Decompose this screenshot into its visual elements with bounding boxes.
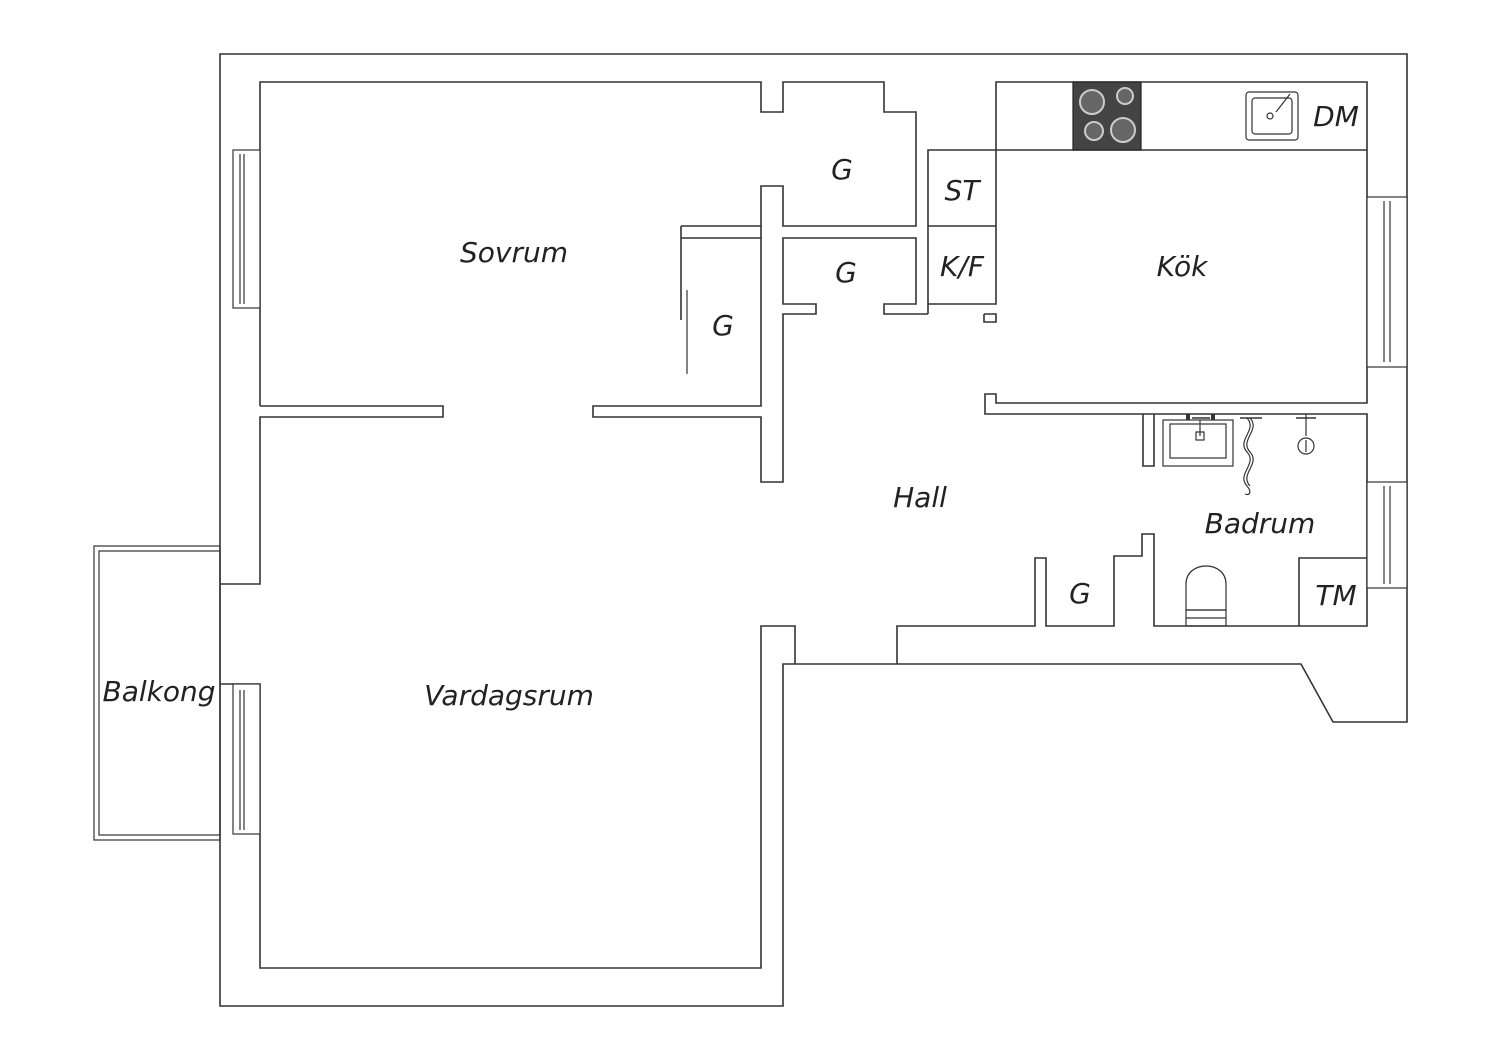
shower-icon <box>1240 417 1262 496</box>
stove-icon <box>1072 81 1142 151</box>
room-label-tm: TM <box>1315 579 1356 612</box>
room-label-vardagsrum: Vardagsrum <box>424 679 594 712</box>
room-label-sovrum: Sovrum <box>460 236 568 269</box>
kitchen-sink-icon <box>1245 91 1299 141</box>
room-label-st: ST <box>945 174 982 207</box>
toilet-icon <box>1185 565 1227 627</box>
room-label-balkong: Balkong <box>102 675 215 708</box>
room-label-kf: K/F <box>940 250 985 283</box>
room-label-kok: Kök <box>1157 250 1209 283</box>
bathroom-sink-icon <box>1162 414 1234 467</box>
room-label-garderob-mid: G <box>835 256 857 289</box>
room-label-badrum: Badrum <box>1205 507 1316 540</box>
room-label-garderob-left: G <box>712 309 734 342</box>
inner-walls <box>220 81 1368 969</box>
room-label-dm: DM <box>1313 100 1359 133</box>
shower-head-icon <box>1296 414 1316 455</box>
balcony <box>93 545 221 841</box>
windows <box>232 149 1408 835</box>
room-label-garderob-top: G <box>831 153 853 186</box>
room-label-hall: Hall <box>893 481 947 514</box>
room-label-garderob-hall: G <box>1069 577 1091 610</box>
